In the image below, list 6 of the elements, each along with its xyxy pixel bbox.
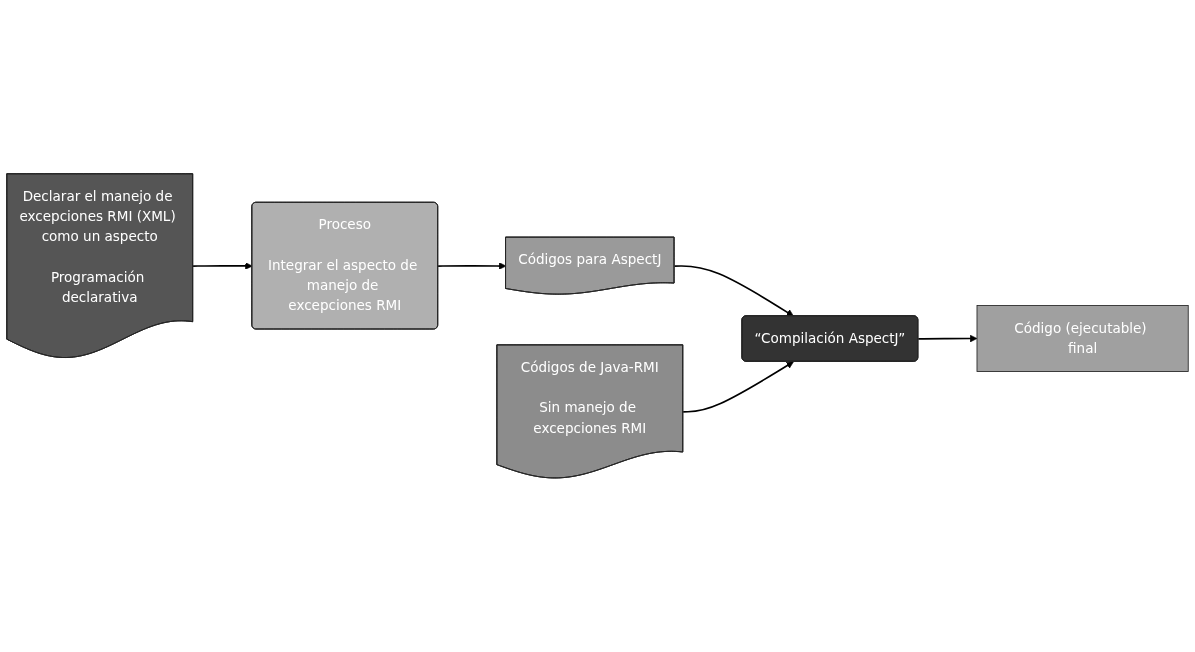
arrow — [682, 361, 794, 413]
arrow — [673, 265, 794, 317]
arrow — [437, 262, 507, 270]
arrow — [917, 334, 978, 343]
arrow — [192, 262, 253, 270]
node-box: Código (ejecutable) final — [976, 305, 1189, 373]
